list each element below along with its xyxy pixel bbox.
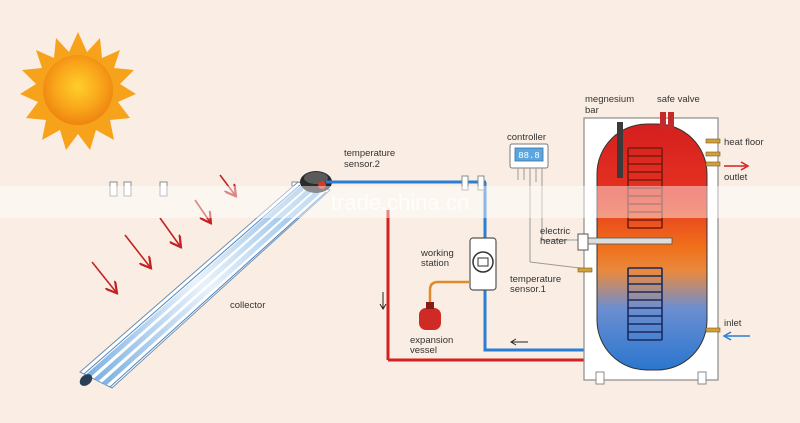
label-magnesium-line2: bar	[585, 105, 599, 116]
label-magnesium-line1: megnesium	[585, 94, 634, 105]
outlet-arrow	[724, 161, 750, 171]
expansion-vessel	[419, 280, 470, 330]
label-working-station-line1: working	[420, 248, 454, 259]
label-working-station-line2: station	[421, 258, 449, 269]
label-heat-floor: heat floor	[724, 137, 764, 148]
tank-connectors	[577, 138, 721, 333]
label-safe-valve: safe valve	[657, 94, 700, 105]
temperature-sensor-2	[300, 171, 332, 193]
upper-heat-coil	[627, 147, 663, 229]
label-temp-sensor-2-line2: sensor.2	[344, 159, 380, 170]
pipe-fittings	[461, 175, 485, 191]
sun	[20, 32, 136, 150]
label-inlet: inlet	[724, 318, 742, 329]
label-temp-sensor-1-line2: sensor.1	[510, 284, 546, 295]
tank-water	[597, 124, 707, 370]
magnesium-bar	[617, 122, 623, 178]
watermark-band	[0, 186, 800, 218]
label-collector: collector	[230, 300, 265, 311]
storage-tank	[577, 112, 721, 385]
safe-valve	[660, 112, 674, 130]
hot-pipe	[386, 210, 585, 362]
label-outlet: outlet	[724, 172, 748, 183]
label-controller: controller	[507, 132, 546, 143]
lower-heat-coil	[627, 267, 663, 341]
diagram-labels: temperature sensor.2 controller megnesiu…	[230, 94, 764, 356]
sun-ray-arrows	[91, 174, 235, 292]
label-electric-heater-line1: electric	[540, 226, 570, 237]
label-temp-sensor-1-line1: temperature	[510, 274, 561, 285]
label-electric-heater-line2: heater	[540, 236, 567, 247]
label-expansion-line1: expansion	[410, 335, 453, 346]
watermark-text: trade.china.cn	[331, 190, 469, 215]
collector-end-cap	[79, 374, 93, 386]
label-temp-sensor-2-line1: temperature	[344, 148, 395, 159]
controller-display: 88.8	[518, 151, 540, 161]
working-station	[469, 237, 497, 291]
solar-collector	[79, 171, 332, 389]
electric-heater	[577, 233, 673, 251]
inlet-arrow	[722, 331, 750, 341]
label-expansion-line2: vessel	[410, 345, 437, 356]
controller: 88.8	[509, 143, 597, 271]
pipe-flow-arrows	[379, 292, 528, 346]
